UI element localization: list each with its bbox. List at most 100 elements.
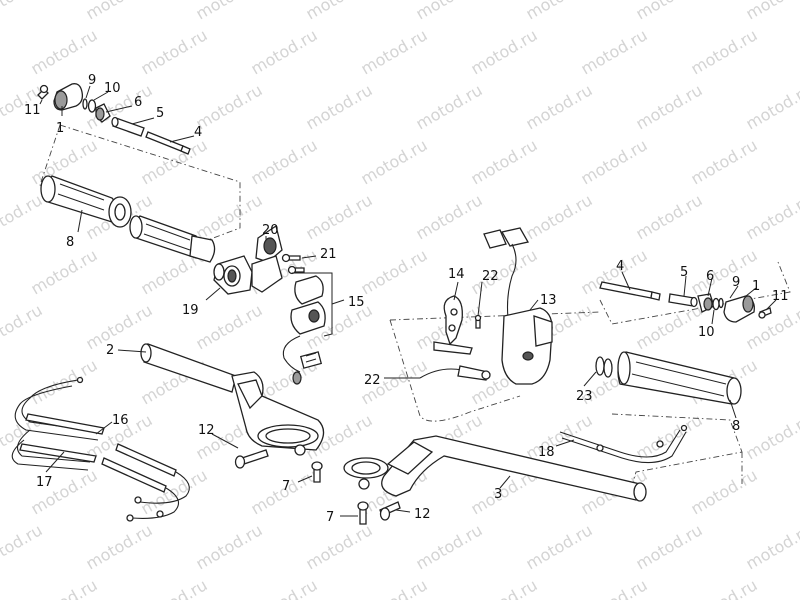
- watermark-text: motod.ru: [83, 0, 156, 23]
- tube-5-right: [668, 293, 698, 308]
- watermark-text: motod.ru: [28, 25, 101, 78]
- callout-7-right: 7: [326, 510, 334, 525]
- callout-labels: 1 9 10 11 6 5 4 8 20 21 19 15 2 14 22 13…: [24, 73, 789, 525]
- watermark-text: motod.ru: [688, 575, 761, 600]
- throttle-cable-22: [419, 365, 491, 381]
- watermark-text: motod.ru: [248, 575, 321, 600]
- watermark-text: motod.ru: [688, 465, 761, 518]
- callout-9-right: 9: [732, 275, 740, 290]
- watermark-text: motod.ru: [413, 80, 486, 133]
- callout-20: 20: [262, 223, 279, 238]
- callout-16: 16: [112, 413, 129, 428]
- watermark-text: motod.ru: [633, 520, 706, 573]
- watermark-text: motod.ru: [523, 520, 596, 573]
- watermark-text: motod.ru: [138, 575, 211, 600]
- screw-11-right: [758, 307, 772, 319]
- callout-17: 17: [36, 475, 53, 490]
- callout-23: 23: [576, 389, 593, 404]
- watermark-text: motod.ru: [28, 355, 101, 408]
- watermark-text: motod.ru: [743, 0, 800, 23]
- callout-7-left: 7: [282, 479, 290, 494]
- watermark-text: motod.ru: [468, 245, 541, 298]
- watermark-text: motod.ru: [523, 80, 596, 133]
- rod-4-right: [599, 281, 661, 301]
- watermark-text: motod.ru: [578, 25, 651, 78]
- watermark-text: motod.ru: [193, 520, 266, 573]
- callout-11-left: 11: [24, 103, 41, 118]
- watermark-text: motod.ru: [303, 190, 376, 243]
- cable-18: [559, 424, 688, 464]
- callout-1-left: 1: [56, 121, 64, 136]
- bushing-6-right: [697, 293, 715, 313]
- callout-2: 2: [106, 343, 114, 358]
- bar-end-weight-right: [723, 295, 755, 323]
- watermark-text: motod.ru: [523, 410, 596, 463]
- handlebar-2-left: [140, 343, 325, 456]
- bolt-7-left: [311, 461, 323, 483]
- rod-4-left: [145, 131, 191, 155]
- bracket-14: [433, 295, 473, 355]
- ring-10-right: [712, 297, 720, 311]
- switch-15: [282, 272, 333, 385]
- ring-9-left: [82, 98, 88, 110]
- clamp-19-lower: [213, 255, 283, 295]
- watermark-text: motod.ru: [303, 0, 376, 23]
- watermark-text: motod.ru: [633, 300, 706, 353]
- grip-8-left: [40, 175, 216, 263]
- callout-1-right: 1: [752, 279, 760, 294]
- callout-5-left: 5: [156, 106, 164, 121]
- callout-22-lower: 22: [364, 373, 381, 388]
- watermark-text: motod.ru: [193, 190, 266, 243]
- rings-23: [595, 356, 613, 378]
- watermark-text: motod.ru: [688, 25, 761, 78]
- callout-4-right: 4: [616, 259, 624, 274]
- watermark-text: motod.ru: [193, 300, 266, 353]
- callout-21: 21: [320, 247, 337, 262]
- callout-8-left: 8: [66, 235, 74, 250]
- watermark-text: motod.ru: [633, 190, 706, 243]
- watermark-text: motod.ru: [743, 80, 800, 133]
- watermark-text: motod.ru: [633, 0, 706, 23]
- callout-12-right: 12: [414, 507, 431, 522]
- callout-14: 14: [448, 267, 465, 282]
- watermark-text: motod.ru: [303, 80, 376, 133]
- watermark-text: motod.ru: [468, 575, 541, 600]
- callout-22-upper: 22: [482, 269, 499, 284]
- callout-12-left: 12: [198, 423, 215, 438]
- watermark-text: motod.ru: [0, 190, 46, 243]
- watermark-text: motod.ru: [743, 190, 800, 243]
- watermark-text: motod.ru: [358, 575, 431, 600]
- watermark-text: motod.ru: [0, 0, 46, 23]
- ring-10-left: [87, 99, 97, 113]
- watermark-text: motod.ru: [413, 0, 486, 23]
- watermark-text: motod.ru: [578, 135, 651, 188]
- bolt-7-right: [357, 501, 369, 525]
- bar-end-weight-left: [53, 83, 84, 111]
- screw-21: [281, 253, 305, 275]
- watermark-text: motod.ru: [248, 25, 321, 78]
- handlebar-3-right: [343, 435, 647, 502]
- watermark-text: motod.ru: [468, 25, 541, 78]
- watermark-text: motod.ru: [193, 80, 266, 133]
- callout-8-right: 8: [732, 419, 740, 434]
- watermark-text: motod.ru: [28, 465, 101, 518]
- callout-19: 19: [182, 303, 199, 318]
- watermark-text: motod.ru: [578, 575, 651, 600]
- ring-9-right: [718, 297, 724, 309]
- callout-9-left: 9: [88, 73, 96, 88]
- bolt-12-right: [379, 501, 401, 521]
- callout-13: 13: [540, 293, 557, 308]
- leader-lines: [39, 85, 777, 517]
- watermark-text: motod.ru: [523, 190, 596, 243]
- left-grip-dash-frame: [39, 124, 241, 246]
- watermark-text: motod.ru: [358, 135, 431, 188]
- callout-4-left: 4: [194, 125, 202, 140]
- watermark-text: motod.ru: [358, 245, 431, 298]
- watermark-text: motod.ru: [28, 245, 101, 298]
- callout-18: 18: [538, 445, 555, 460]
- watermark-text: motod.ru: [83, 520, 156, 573]
- watermark-text: motod.ru: [193, 0, 266, 23]
- bolt-12-left: [234, 449, 269, 469]
- watermark-text: motod.ru: [413, 520, 486, 573]
- callout-15: 15: [348, 295, 365, 310]
